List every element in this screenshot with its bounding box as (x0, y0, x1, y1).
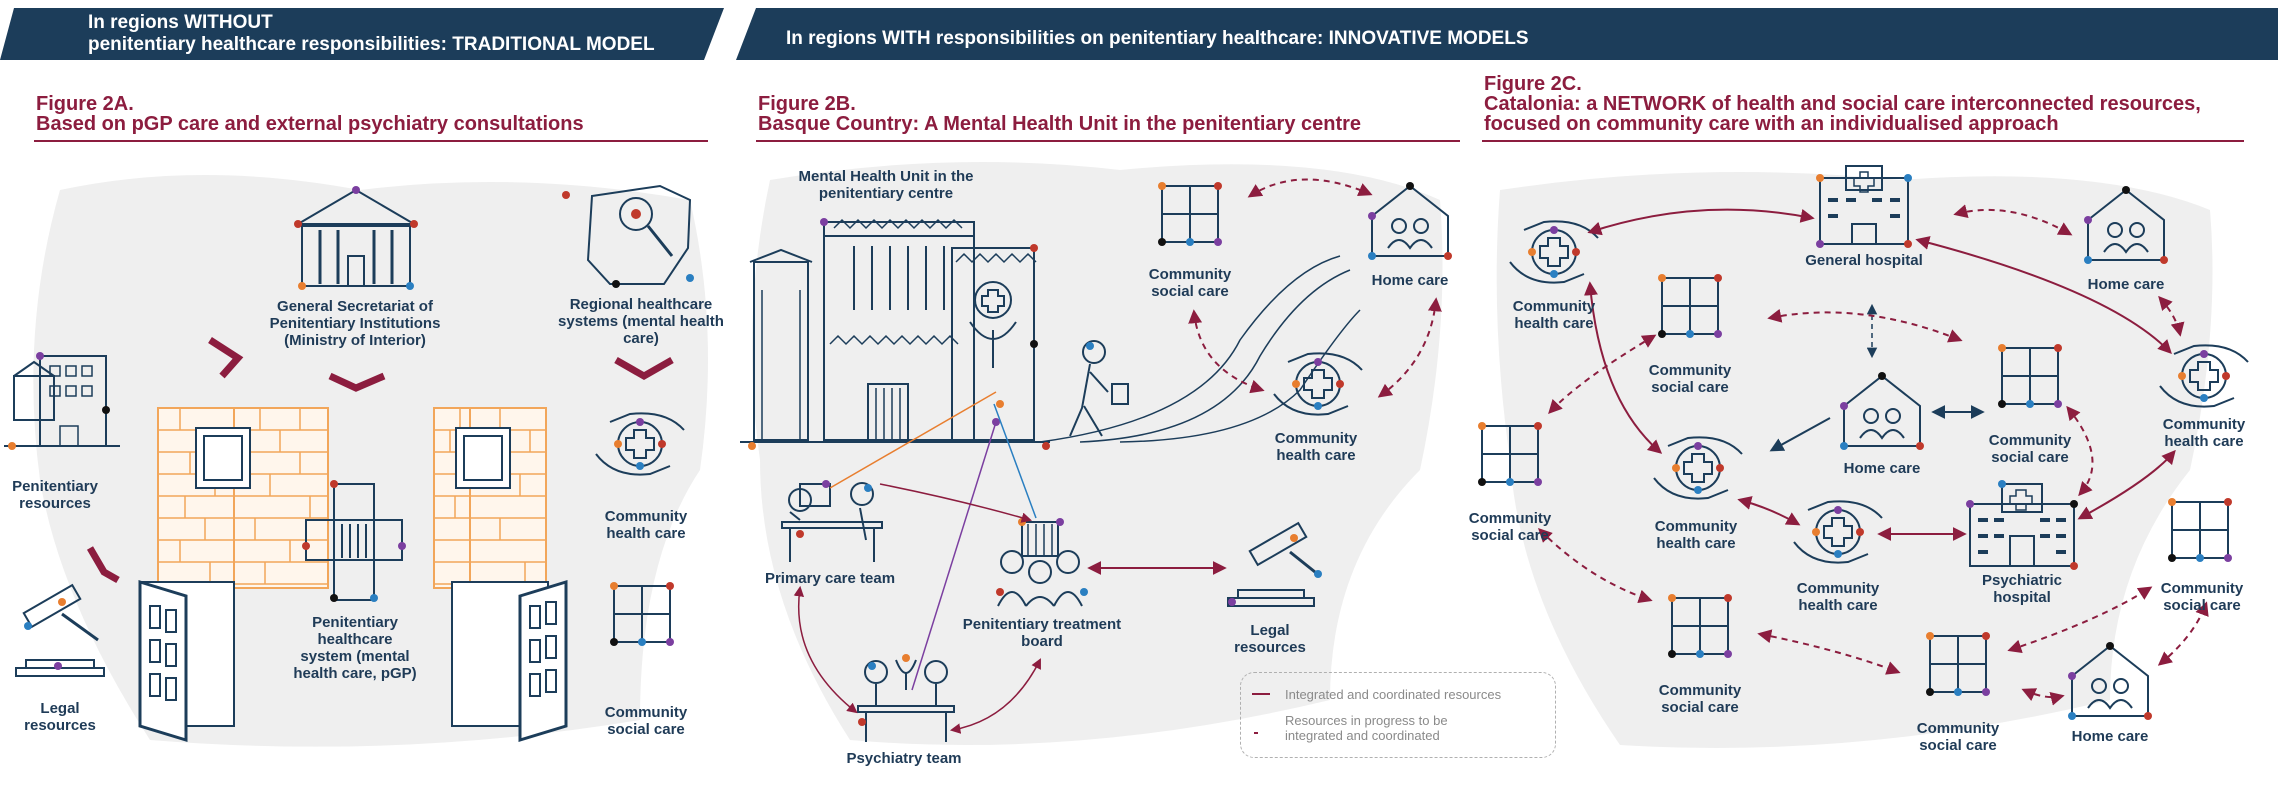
label-community-health-2c-2: Community health care (2162, 416, 2246, 450)
label-penitentiary-system: Penitentiary healthcare system (mental h… (293, 614, 417, 682)
brick-wall-right (433, 407, 568, 743)
primary-care-team-icon (781, 480, 883, 562)
label-home-care-2c-1: Home care (2087, 276, 2165, 293)
arrow (793, 585, 858, 714)
fig2c-title3: focused on community care with an indivi… (1484, 113, 2059, 135)
label-psychiatric-hospital: Psychiatric hospital (1981, 572, 2063, 606)
arrow (1587, 208, 1815, 236)
legend-progress: Resources in progress to be integrated a… (1285, 713, 1448, 743)
legend-box: Integrated and coordinated resources Res… (1240, 672, 1556, 758)
fig2b-title2: Basque Country: A Mental Health Unit in … (758, 113, 1362, 135)
label-general-hospital: General hospital (1805, 252, 1923, 269)
brick-wall-left (138, 407, 329, 743)
connector-line (911, 421, 997, 691)
label-legal-2a: Legal resources (24, 700, 96, 734)
ministry-building-icon (294, 186, 418, 290)
arrow (1737, 496, 1801, 526)
label-primary-care: Primary care team (764, 570, 896, 587)
label-community-social-2c-3: Community social care (1468, 510, 1552, 544)
dashed-arrow (1377, 297, 1442, 398)
fig2c-rule (1482, 140, 2244, 142)
dashed-arrow (1953, 204, 2073, 236)
community-social-icon (2167, 497, 2233, 563)
map-spain-2b (752, 162, 1443, 745)
label-community-social-2b: Community social care (1148, 266, 1232, 300)
chevron-icon (86, 546, 120, 584)
fig2b-title1: Figure 2B. (758, 93, 856, 115)
label-community-social-2c-2: Community social care (1988, 432, 2072, 466)
gavel-icon (15, 583, 105, 677)
dashed-arrow (1247, 178, 1373, 198)
label-general-secretariat: General Secretariat of Penitentiary Inst… (269, 298, 441, 349)
legend-integrated: Integrated and coordinated resources (1285, 687, 1502, 702)
label-community-social-2c-1: Community social care (1648, 362, 1732, 396)
chevron-icon (208, 337, 244, 379)
label-treatment-board: Penitentiary treatment board (962, 616, 1122, 650)
fig2c-title2: Catalonia: a NETWORK of health and socia… (1484, 93, 2201, 115)
walking-person-icon (1069, 340, 1129, 437)
fig2a-title2: Based on pGP care and external psychiatr… (36, 113, 584, 135)
fig2b-rule (756, 140, 1460, 142)
fig2a-title1: Figure 2A. (36, 93, 134, 115)
left-banner-shape (0, 8, 724, 60)
left-banner-line1: In regions WITHOUT (88, 12, 273, 33)
label-penitentiary-resources: Penitentiary resources (12, 478, 98, 512)
left-banner-line2: penitentiary healthcare responsibilities… (88, 34, 655, 55)
label-community-health-2b: Community health care (1274, 430, 1358, 464)
right-banner-text: In regions WITH responsibilities on peni… (786, 28, 1529, 49)
arrow (1769, 417, 1831, 452)
label-home-care-2b: Home care (1371, 272, 1449, 289)
arrow (949, 658, 1041, 734)
chevron-icon (328, 372, 386, 392)
label-home-care-2c-center: Home care (1843, 460, 1921, 477)
connector-line (829, 391, 997, 489)
label-community-health-2c-4: Community health care (1796, 580, 1880, 614)
arrow (2077, 449, 2176, 520)
dashed-arrow (2021, 688, 2065, 706)
label-community-health-2a: Community health care (604, 508, 688, 542)
arrow (879, 483, 1033, 523)
label-community-social-2c-5: Community social care (1658, 682, 1742, 716)
fig2c-title1: Figure 2C. (1484, 73, 1582, 95)
dashed-arrow (1767, 308, 1963, 343)
arrow (1915, 236, 2172, 355)
label-mhu: Mental Health Unit in the penitentiary c… (798, 168, 974, 202)
general-hospital-icon (1816, 165, 1912, 248)
prison-building-icon (4, 352, 120, 450)
road-line (1119, 309, 1361, 443)
label-community-social-2c-6: Community social care (1916, 720, 2000, 754)
penitentiary-system-icon (302, 480, 406, 602)
right-banner-shape (736, 8, 2278, 60)
label-community-health-2c-1: Community health care (1512, 298, 1596, 332)
mental-health-unit-building-icon (740, 218, 1050, 450)
dashed-arrow (1188, 309, 1265, 394)
label-psychiatry: Psychiatry team (846, 750, 962, 767)
connector-line (993, 403, 1037, 519)
dashed-arrow (2066, 405, 2094, 497)
label-legal-2b: Legal resources (1234, 622, 1306, 656)
spain-magnifier-icon (562, 184, 694, 288)
label-community-health-2c-3: Community health care (1654, 518, 1738, 552)
dashed-arrow (2157, 601, 2209, 666)
label-home-care-2c-2: Home care (2071, 728, 2149, 745)
label-community-social-2a: Community social care (604, 704, 688, 738)
gavel-icon (1227, 521, 1322, 607)
fig2a-rule (34, 140, 708, 142)
dashed-arrow (2158, 295, 2185, 337)
dashed-arrow (1538, 528, 1653, 604)
label-regional-systems: Regional healthcare systems (mental heal… (558, 296, 724, 347)
chevron-icon (614, 356, 674, 381)
psychiatric-hospital-icon (1966, 480, 2078, 570)
label-community-social-2c-4: Community social care (2160, 580, 2244, 614)
